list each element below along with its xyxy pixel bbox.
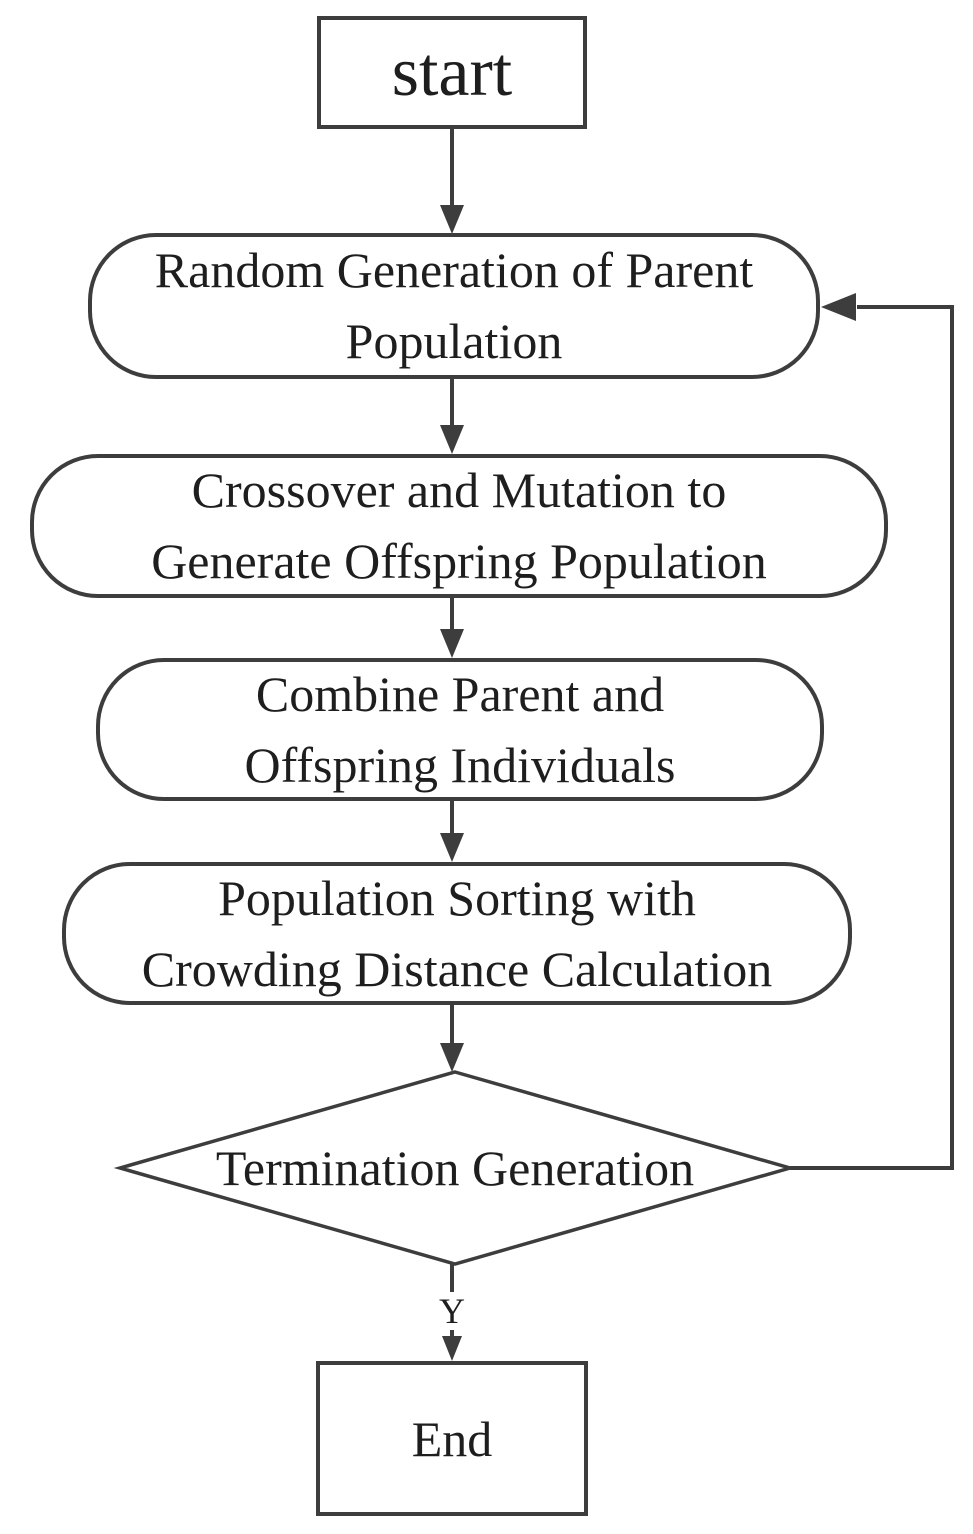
- process-label-line: Population: [345, 313, 563, 369]
- arrowhead-start-to-parent: [440, 205, 464, 234]
- decision-node-label: Termination Generation: [215, 1140, 695, 1196]
- arrowhead-sorting-to-decision: [440, 1043, 464, 1072]
- start-node-label: start: [391, 33, 513, 111]
- decision-yes-branch-label: Y: [433, 1292, 471, 1330]
- process-label-line: Crowding Distance Calculation: [141, 940, 773, 997]
- arrowhead-crossover-to-combine: [440, 629, 464, 658]
- process-label-line: Combine Parent and: [255, 665, 665, 722]
- decision-diamond-shape: [113, 1070, 797, 1266]
- arrowhead-feedback-loop: [821, 293, 856, 321]
- process-crossover-and-mutation: Crossover and Mutation to Generate Offsp…: [30, 454, 888, 598]
- end-node: End: [316, 1361, 588, 1516]
- arrowhead-parent-to-crossover: [440, 425, 464, 454]
- process-combine-parent-offspring: Combine Parent and Offspring Individuals: [96, 658, 824, 801]
- process-label-line: Offspring Individuals: [244, 736, 676, 793]
- process-label-line: Crossover and Mutation to: [191, 462, 727, 518]
- arrowhead-decision-to-end: [442, 1336, 462, 1361]
- start-node: start: [317, 16, 587, 129]
- process-population-sorting: Population Sorting with Crowding Distanc…: [62, 862, 852, 1005]
- arrowhead-combine-to-sorting: [440, 833, 464, 862]
- end-node-label: End: [411, 1410, 493, 1467]
- process-label-line: Population Sorting with: [218, 869, 696, 926]
- process-label-line: Random Generation of Parent: [154, 242, 754, 298]
- process-label-line: Generate Offspring Population: [151, 533, 767, 589]
- edge-feedback-loop: [790, 305, 954, 1170]
- process-random-generation-of-parent-population: Random Generation of Parent Population: [88, 233, 820, 379]
